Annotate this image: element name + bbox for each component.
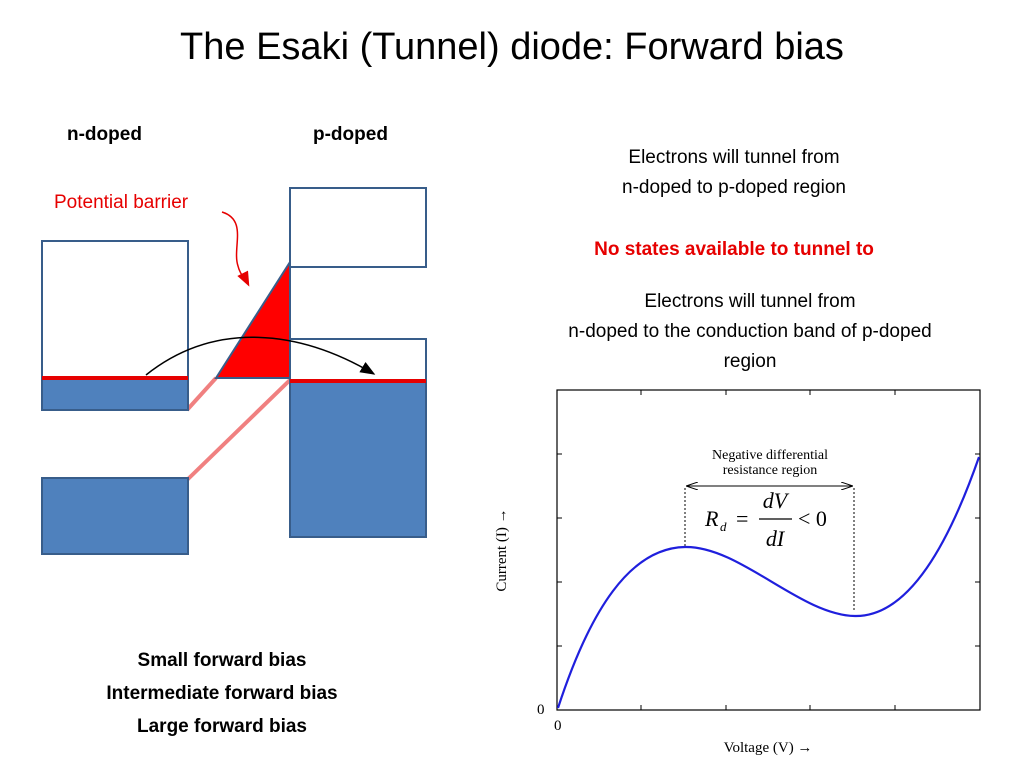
plot-frame: [556, 389, 981, 711]
y-axis-label: Current (I) →: [494, 508, 510, 591]
p-doped-label: p-doped: [313, 124, 388, 145]
n-filled-states: [41, 377, 189, 411]
tunnel-note-1: Electrons will tunnel from n-doped to p-…: [524, 143, 944, 203]
tunnel-note-2-line2: n-doped to the conduction band of p-dope…: [568, 321, 932, 342]
x-zero-label: 0: [554, 718, 562, 734]
barrier-pointer: [221, 211, 250, 287]
band-diagram: [41, 187, 427, 555]
slide-title: The Esaki (Tunnel) diode: Forward bias: [180, 26, 844, 68]
p-conduction-band: [289, 187, 427, 268]
tunnel-note-2-line3: region: [723, 351, 777, 372]
plot-ticks: [557, 390, 980, 710]
ndr-label-line2: resistance region: [723, 463, 817, 478]
tunnel-note-1-line1: Electrons will tunnel from: [628, 147, 840, 168]
no-states-note: No states available to tunnel to: [524, 239, 944, 261]
n-valence-band: [41, 477, 189, 555]
tunnel-note-2-line1: Electrons will tunnel from: [644, 291, 856, 312]
large-bias-label: Large forward bias: [137, 716, 307, 737]
potential-barrier-label: Potential barrier: [54, 192, 189, 213]
small-bias-label: Small forward bias: [137, 650, 307, 671]
tunnel-note-2: Electrons will tunnel from n-doped to th…: [510, 287, 990, 377]
formula-denominator: dI: [766, 526, 786, 551]
tunnel-note-1-line2: n-doped to p-doped region: [622, 177, 846, 198]
formula-r: R: [704, 506, 719, 531]
valence-band-bending: [185, 376, 218, 412]
p-valence-band: [289, 380, 427, 538]
tunneling-arrow: [145, 336, 376, 376]
iv-curve: [556, 456, 981, 709]
y-zero-label: 0: [537, 702, 545, 718]
formula-numerator: dV: [763, 488, 790, 513]
potential-barrier: [214, 258, 291, 379]
formula-equals: =: [736, 506, 748, 531]
lower-band-bending: [185, 378, 292, 482]
no-states-text: No states available to tunnel to: [594, 239, 874, 260]
x-axis-label: Voltage (V) →: [724, 740, 813, 756]
n-doped-label: n-doped: [67, 124, 142, 145]
formula-rhs: < 0: [798, 506, 827, 531]
iv-plot: Negative differential resistance region …: [494, 389, 981, 756]
ndr-label-line1: Negative differential: [712, 448, 828, 463]
formula-subscript: d: [720, 519, 727, 534]
intermediate-bias-label: Intermediate forward bias: [106, 683, 338, 704]
